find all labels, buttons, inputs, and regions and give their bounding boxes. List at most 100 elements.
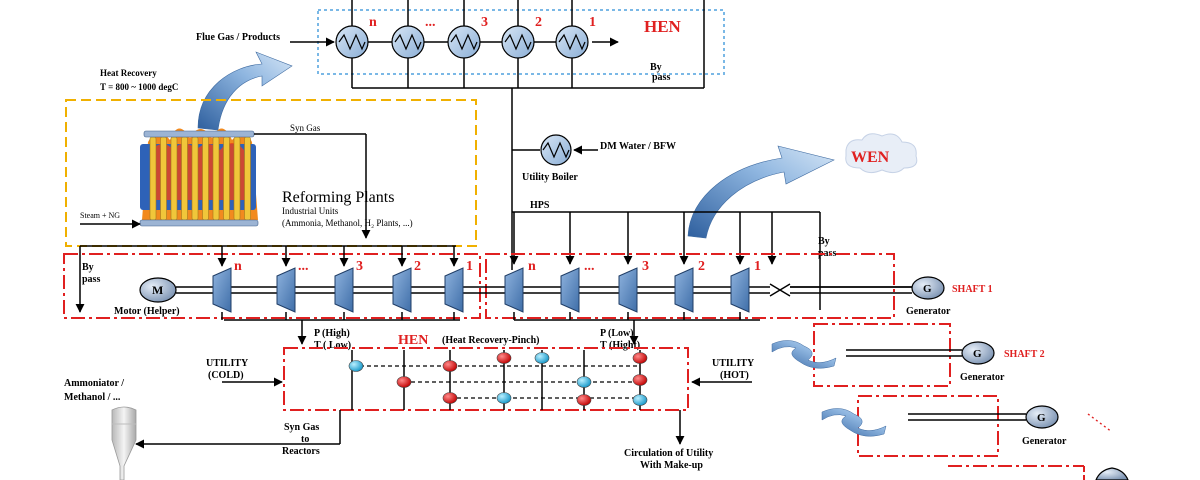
syn-gas-label: Syn Gas: [290, 123, 321, 133]
compressor-number-5: 1: [466, 259, 473, 274]
reformer-tube: [191, 136, 199, 221]
syn-gas-reactor-2: to: [301, 434, 309, 445]
motor-letter: M: [152, 283, 163, 297]
hot-stream-node-icon: [496, 352, 512, 364]
heat-recovery-arrow-icon: [197, 51, 293, 131]
turbine-stage-icon: [674, 267, 694, 313]
utility-boiler-label: Utility Boiler: [522, 172, 578, 183]
turbine-stage-icon: [504, 267, 524, 313]
top-hx-number-1: n: [369, 15, 377, 30]
steam-bypass-line1: By: [818, 236, 830, 247]
top-hen-title: HEN: [644, 17, 682, 36]
compressor-stage-icon: [444, 267, 464, 313]
dm-water-label: DM Water / BFW: [600, 141, 676, 152]
heat-exchanger-icon: [335, 25, 369, 59]
reformer-furnace-icon: [139, 128, 259, 227]
cold-stream-node-icon: [576, 376, 592, 388]
p-low-label-1: P (Low): [600, 328, 634, 339]
top-hx-number-3: 3: [481, 15, 488, 30]
compressor-bypass-line1: By: [82, 262, 94, 273]
reformer-tube: [244, 136, 251, 221]
reforming-plants-units: (Ammonia, Methanol, H₂ Plants, ...): [282, 218, 413, 228]
top-hx-number-5: 1: [589, 15, 596, 30]
hot-stream-node-icon: [576, 394, 592, 406]
reformer-tube: [202, 136, 209, 221]
circulation-label-1: Circulation of Utility: [624, 448, 713, 459]
hot-stream-node-icon: [442, 360, 458, 372]
pinch-exchanger-network: [348, 350, 648, 410]
heat-exchanger-icon: [447, 25, 481, 59]
compressor-number-4: 2: [414, 259, 421, 274]
top-hen-bypass-line2: pass: [652, 72, 670, 83]
utility-hot-label-1: UTILITY: [712, 358, 755, 369]
syn-gas-reactor-3: Reactors: [282, 446, 320, 457]
utility-hot-label-2: (HOT): [720, 370, 749, 381]
generator-3-icon: [1025, 405, 1059, 429]
turbine-number-2: ...: [584, 259, 595, 274]
reformer-tube: [170, 136, 178, 221]
steam-bypass-line2: pass: [818, 248, 836, 259]
heat-recovery-line2: T = 800 ~ 1000 degC: [100, 82, 178, 92]
heat-exchanger-coil: [394, 33, 422, 51]
shaft-1-label: SHAFT 1: [952, 284, 993, 295]
top-hen-bypass-line1: By: [650, 62, 662, 73]
shaft-2-label: SHAFT 2: [1004, 349, 1045, 360]
reforming-plants-title: Reforming Plants: [282, 189, 394, 206]
generator-3-label: Generator: [1022, 436, 1067, 447]
heat-exchanger-icon: [555, 25, 589, 59]
steam-ng-label: Steam + NG: [80, 211, 120, 220]
hot-stream-node-icon: [442, 392, 458, 404]
p-high-label-1: P (High): [314, 328, 350, 339]
heat-exchanger-coil: [338, 33, 366, 51]
hot-stream-node-icon: [632, 374, 648, 386]
shaft-coupling-icon: [769, 283, 791, 297]
reformer-tube: [212, 136, 220, 221]
heat-exchanger-coil: [558, 33, 586, 51]
generator-1-icon: [911, 276, 945, 300]
cold-stream-node-icon: [632, 394, 648, 406]
generator-1-label: Generator: [906, 306, 951, 317]
cold-stream-node-icon: [534, 352, 550, 364]
compressor-stage-icon: [392, 267, 412, 313]
cold-stream-node-icon: [348, 360, 364, 372]
compressor-stage-icon: [212, 267, 232, 313]
more-shafts-ellipsis: [1087, 413, 1113, 433]
wen-label: WEN: [851, 149, 890, 166]
compressor-stage-icon: [276, 267, 296, 313]
compressor-stage-icon: [334, 267, 354, 313]
turbine-stage-icon: [560, 267, 580, 313]
reformer-tube: [160, 136, 167, 221]
compressor-number-1: n: [234, 259, 242, 274]
flue-gas-label: Flue Gas / Products: [196, 32, 280, 43]
heat-exchanger-coil: [450, 33, 478, 51]
reforming-plants-subtitle: Industrial Units: [282, 206, 339, 216]
heat-recovery-line1: Heat Recovery: [100, 68, 157, 78]
syn-gas-reactor-1: Syn Gas: [284, 422, 319, 433]
turbine-number-3: 3: [642, 259, 649, 274]
motor-helper-icon: [139, 277, 177, 303]
motor-label: Motor (Helper): [114, 306, 180, 317]
wen-cloud-icon: [845, 133, 918, 174]
generator-2-label: Generator: [960, 372, 1005, 383]
turbine-number-1: n: [528, 259, 536, 274]
utility-cold-label-1: UTILITY: [206, 358, 249, 369]
heat-exchanger-icon: [501, 25, 535, 59]
generator-1-letter: G: [923, 283, 932, 295]
compressor-bypass-line2: pass: [82, 274, 100, 285]
reforming-plants-boundary: [65, 99, 477, 247]
pinch-hen-boundary: [283, 347, 689, 411]
shaft-2-boundary: [813, 323, 951, 387]
p-high-label-2: T ( Low): [314, 340, 351, 351]
wen-arrow-icon: [687, 145, 835, 239]
generator-4-icon: [1095, 467, 1129, 480]
shaft-3-boundary: [857, 395, 999, 457]
turbine-number-4: 2: [698, 259, 705, 274]
hot-stream-node-icon: [632, 352, 648, 364]
heat-exchanger-icon: [391, 25, 425, 59]
reformer-tube: [181, 136, 188, 221]
generator-2-letter: G: [973, 348, 982, 360]
